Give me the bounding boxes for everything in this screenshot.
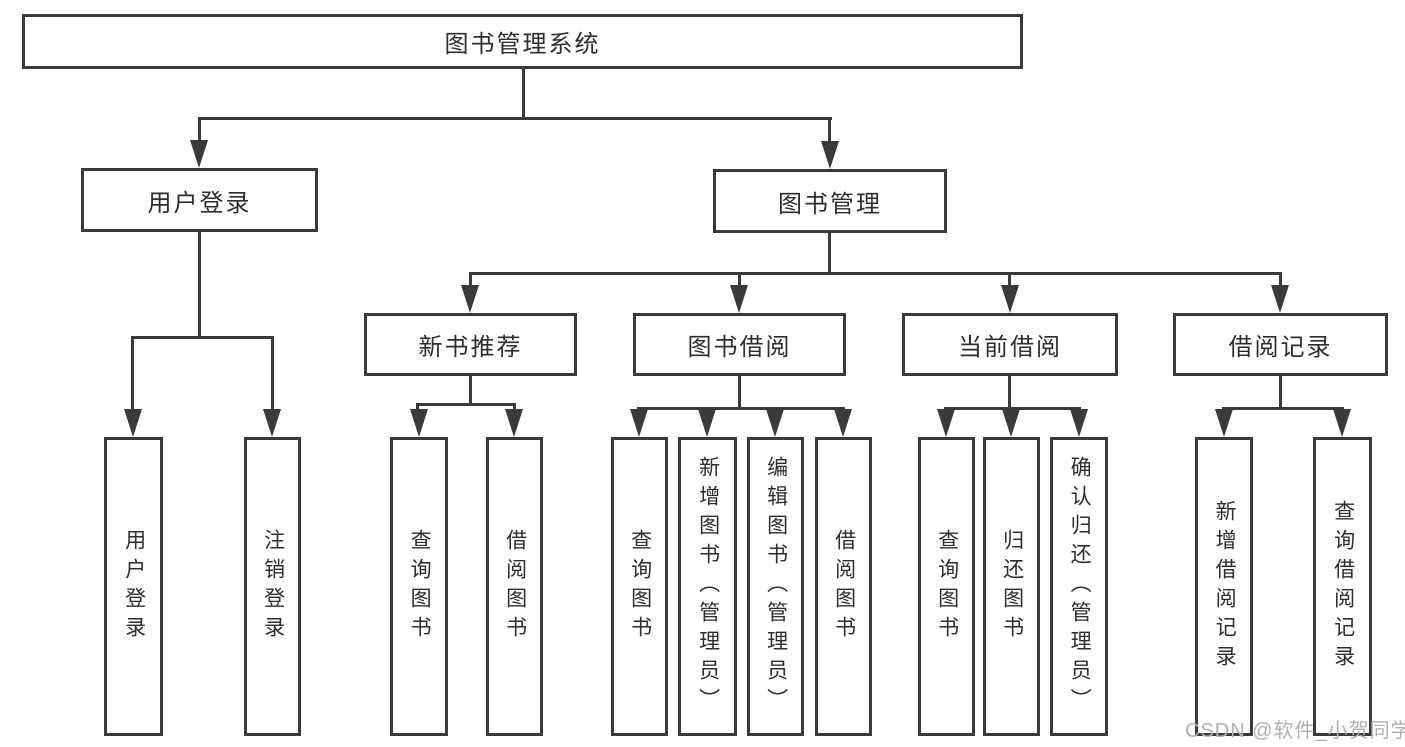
node-label: 图书管理 bbox=[778, 190, 882, 218]
leaf-borrow-book-recommend: 借阅图书 bbox=[486, 437, 543, 736]
node-book-management: 图书管理 bbox=[713, 169, 947, 233]
arrow-down-icon bbox=[698, 409, 716, 437]
connector-line bbox=[513, 403, 516, 412]
leaf-edit-book-admin: 编辑图书（管理员） bbox=[747, 437, 804, 736]
leaf-return-book: 归还图书 bbox=[983, 437, 1040, 736]
leaf-label: 编辑图书（管理员） bbox=[764, 456, 788, 717]
leaf-label: 查询图书 bbox=[408, 528, 432, 645]
connector-line bbox=[271, 336, 274, 411]
leaf-query-book-borrow: 查询图书 bbox=[611, 437, 668, 736]
arrow-down-icon bbox=[124, 409, 142, 437]
node-borrow-records: 借阅记录 bbox=[1173, 313, 1388, 376]
leaf-label: 借阅图书 bbox=[503, 528, 527, 645]
arrow-down-icon bbox=[821, 141, 839, 169]
connector-line bbox=[1279, 272, 1282, 287]
node-label: 图书管理系统 bbox=[444, 31, 601, 58]
connector-line bbox=[416, 403, 516, 406]
arrow-down-icon bbox=[1215, 409, 1233, 437]
arrow-down-icon bbox=[263, 409, 281, 437]
arrow-down-icon bbox=[766, 409, 784, 437]
node-label: 用户登录 bbox=[147, 189, 252, 217]
arrow-down-icon bbox=[834, 409, 852, 437]
connector-line bbox=[738, 376, 741, 407]
leaf-logout: 注销登录 bbox=[244, 437, 301, 736]
connector-line bbox=[198, 117, 201, 144]
node-book-borrow: 图书借阅 bbox=[633, 313, 846, 376]
connector-line bbox=[469, 272, 472, 287]
arrow-down-icon bbox=[730, 285, 748, 313]
leaf-confirm-return-admin: 确认归还（管理员） bbox=[1050, 437, 1108, 736]
node-label: 当前借阅 bbox=[958, 334, 1062, 361]
connector-line bbox=[828, 233, 831, 272]
arrow-down-icon bbox=[1001, 285, 1019, 313]
leaf-add-book-admin: 新增图书（管理员） bbox=[678, 437, 737, 736]
node-label: 借阅记录 bbox=[1228, 334, 1333, 361]
node-new-book-recommend: 新书推荐 bbox=[364, 313, 577, 376]
leaf-borrow-book: 借阅图书 bbox=[815, 437, 872, 736]
leaf-query-borrow-record: 查询借阅记录 bbox=[1313, 437, 1372, 736]
arrow-down-icon bbox=[190, 140, 208, 168]
connector-line bbox=[1222, 407, 1344, 410]
connector-line bbox=[828, 117, 831, 144]
arrow-down-icon bbox=[410, 409, 428, 437]
leaf-user-login: 用户登录 bbox=[104, 437, 163, 736]
node-label: 新书推荐 bbox=[418, 334, 523, 361]
leaf-label: 查询图书 bbox=[935, 528, 959, 645]
connector-line bbox=[131, 336, 134, 411]
arrow-down-icon bbox=[1070, 409, 1088, 437]
arrow-down-icon bbox=[461, 285, 479, 313]
connector-line bbox=[522, 69, 525, 117]
arrow-down-icon bbox=[505, 409, 523, 437]
leaf-label: 查询图书 bbox=[628, 528, 652, 645]
leaf-label: 确认归还（管理员） bbox=[1068, 456, 1092, 717]
leaf-label: 用户登录 bbox=[122, 528, 146, 645]
leaf-query-book-recommend: 查询图书 bbox=[390, 437, 448, 736]
arrow-down-icon bbox=[630, 409, 648, 437]
connector-line bbox=[469, 376, 472, 403]
node-user-login: 用户登录 bbox=[81, 168, 318, 232]
leaf-label: 新增借阅记录 bbox=[1213, 499, 1237, 674]
leaf-add-borrow-record: 新增借阅记录 bbox=[1195, 437, 1253, 736]
connector-line bbox=[469, 272, 1282, 275]
arrow-down-icon bbox=[1002, 409, 1020, 437]
node-library-system: 图书管理系统 bbox=[22, 14, 1023, 69]
leaf-query-book-current: 查询图书 bbox=[918, 437, 975, 736]
connector-line bbox=[131, 336, 274, 339]
node-label: 图书借阅 bbox=[687, 334, 792, 361]
csdn-watermark: CSDN @软件_小贺同学 bbox=[1185, 720, 1405, 742]
connector-line bbox=[198, 117, 832, 120]
arrow-down-icon bbox=[1271, 285, 1289, 313]
arrow-down-icon bbox=[937, 409, 955, 437]
connector-line bbox=[1008, 376, 1011, 407]
connector-line bbox=[198, 232, 201, 336]
connector-line bbox=[1279, 376, 1282, 407]
node-current-borrow: 当前借阅 bbox=[902, 313, 1118, 376]
connector-line bbox=[1008, 272, 1011, 287]
leaf-label: 新增图书（管理员） bbox=[696, 456, 720, 717]
leaf-label: 借阅图书 bbox=[832, 528, 856, 645]
leaf-label: 查询借阅记录 bbox=[1331, 499, 1355, 674]
connector-line bbox=[637, 407, 845, 410]
connector-line bbox=[416, 403, 419, 412]
leaf-label: 注销登录 bbox=[261, 528, 285, 645]
arrow-down-icon bbox=[1333, 409, 1351, 437]
connector-line bbox=[738, 272, 741, 287]
leaf-label: 归还图书 bbox=[1000, 528, 1024, 645]
